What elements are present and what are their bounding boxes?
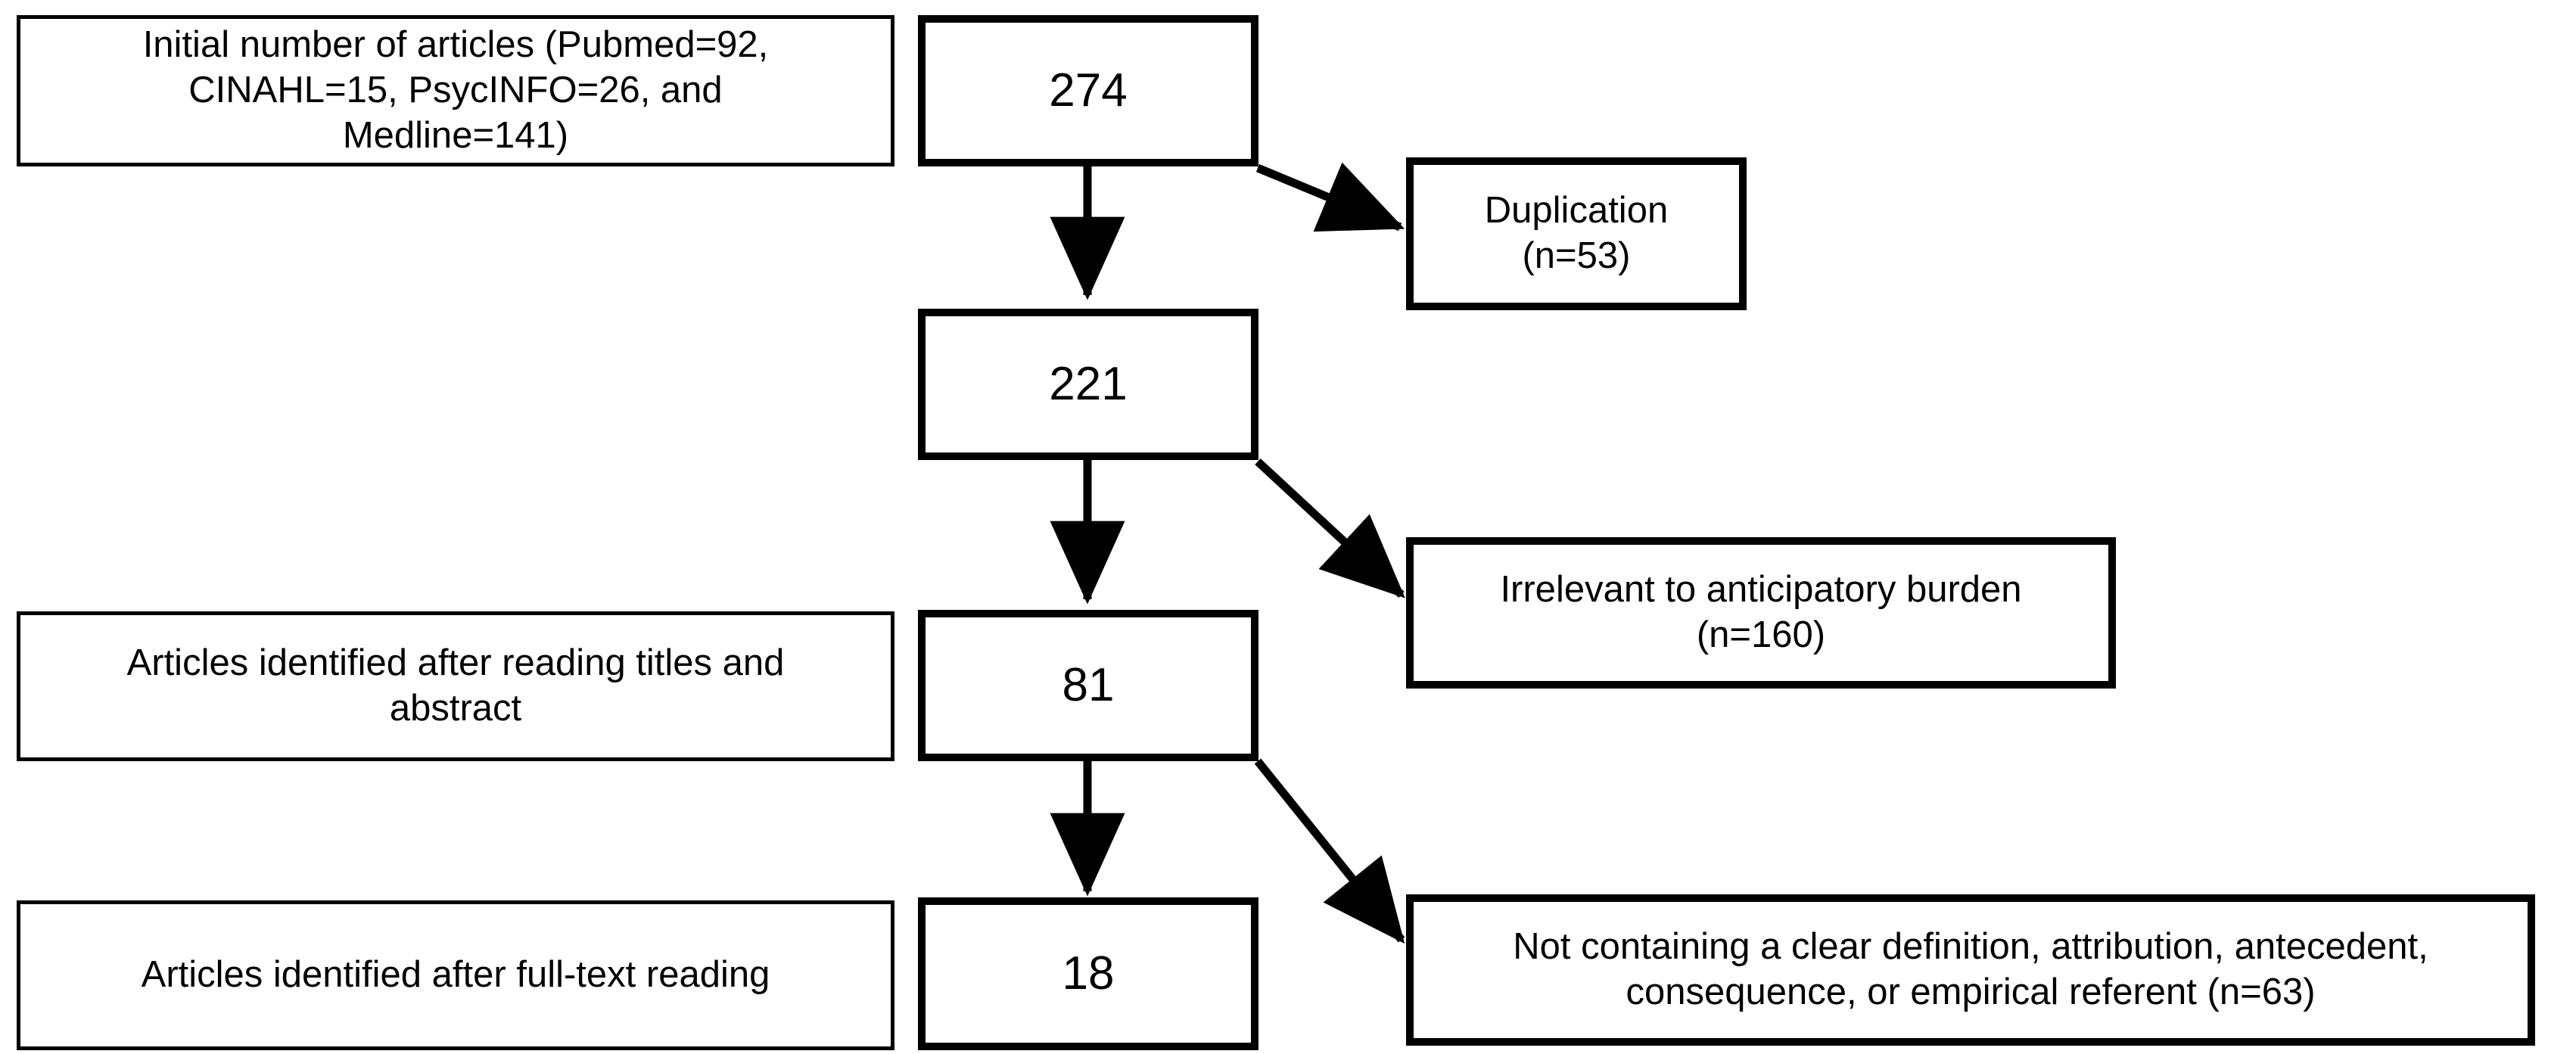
node-no-definition: Not containing a clear definition, attri… <box>1406 894 2535 1046</box>
node-count-221: 221 <box>918 309 1258 460</box>
node-count-274: 274 <box>918 15 1258 166</box>
node-count-81-label: 81 <box>1062 659 1115 712</box>
edge-81-to-no-definition <box>1254 758 1405 944</box>
node-count-18-label: 18 <box>1062 947 1115 1000</box>
edge-221-to-irrelevant <box>1255 458 1405 599</box>
node-irrelevant-label: Irrelevant to anticipatory burden (n=160… <box>1500 569 2022 655</box>
node-no-definition-label: Not containing a clear definition, attri… <box>1513 926 2428 1012</box>
node-count-18: 18 <box>918 897 1258 1050</box>
node-titles-abstract: Articles identified after reading titles… <box>17 611 894 761</box>
node-count-274-label: 274 <box>1049 64 1128 117</box>
node-initial-articles-label: Initial number of articles (Pubmed=92, C… <box>142 24 769 156</box>
node-count-221-label: 221 <box>1049 358 1128 411</box>
node-initial-articles: Initial number of articles (Pubmed=92, C… <box>17 15 894 166</box>
node-duplication: Duplication (n=53) <box>1406 157 1747 310</box>
node-count-81: 81 <box>918 610 1258 761</box>
edge-274-to-duplication <box>1255 162 1405 232</box>
node-full-text-label: Articles identified after full-text read… <box>141 954 770 996</box>
node-duplication-label: Duplication (n=53) <box>1484 190 1669 276</box>
node-titles-abstract-label: Articles identified after reading titles… <box>126 642 785 729</box>
node-full-text: Articles identified after full-text read… <box>17 900 894 1050</box>
node-irrelevant: Irrelevant to anticipatory burden (n=160… <box>1406 537 2116 689</box>
